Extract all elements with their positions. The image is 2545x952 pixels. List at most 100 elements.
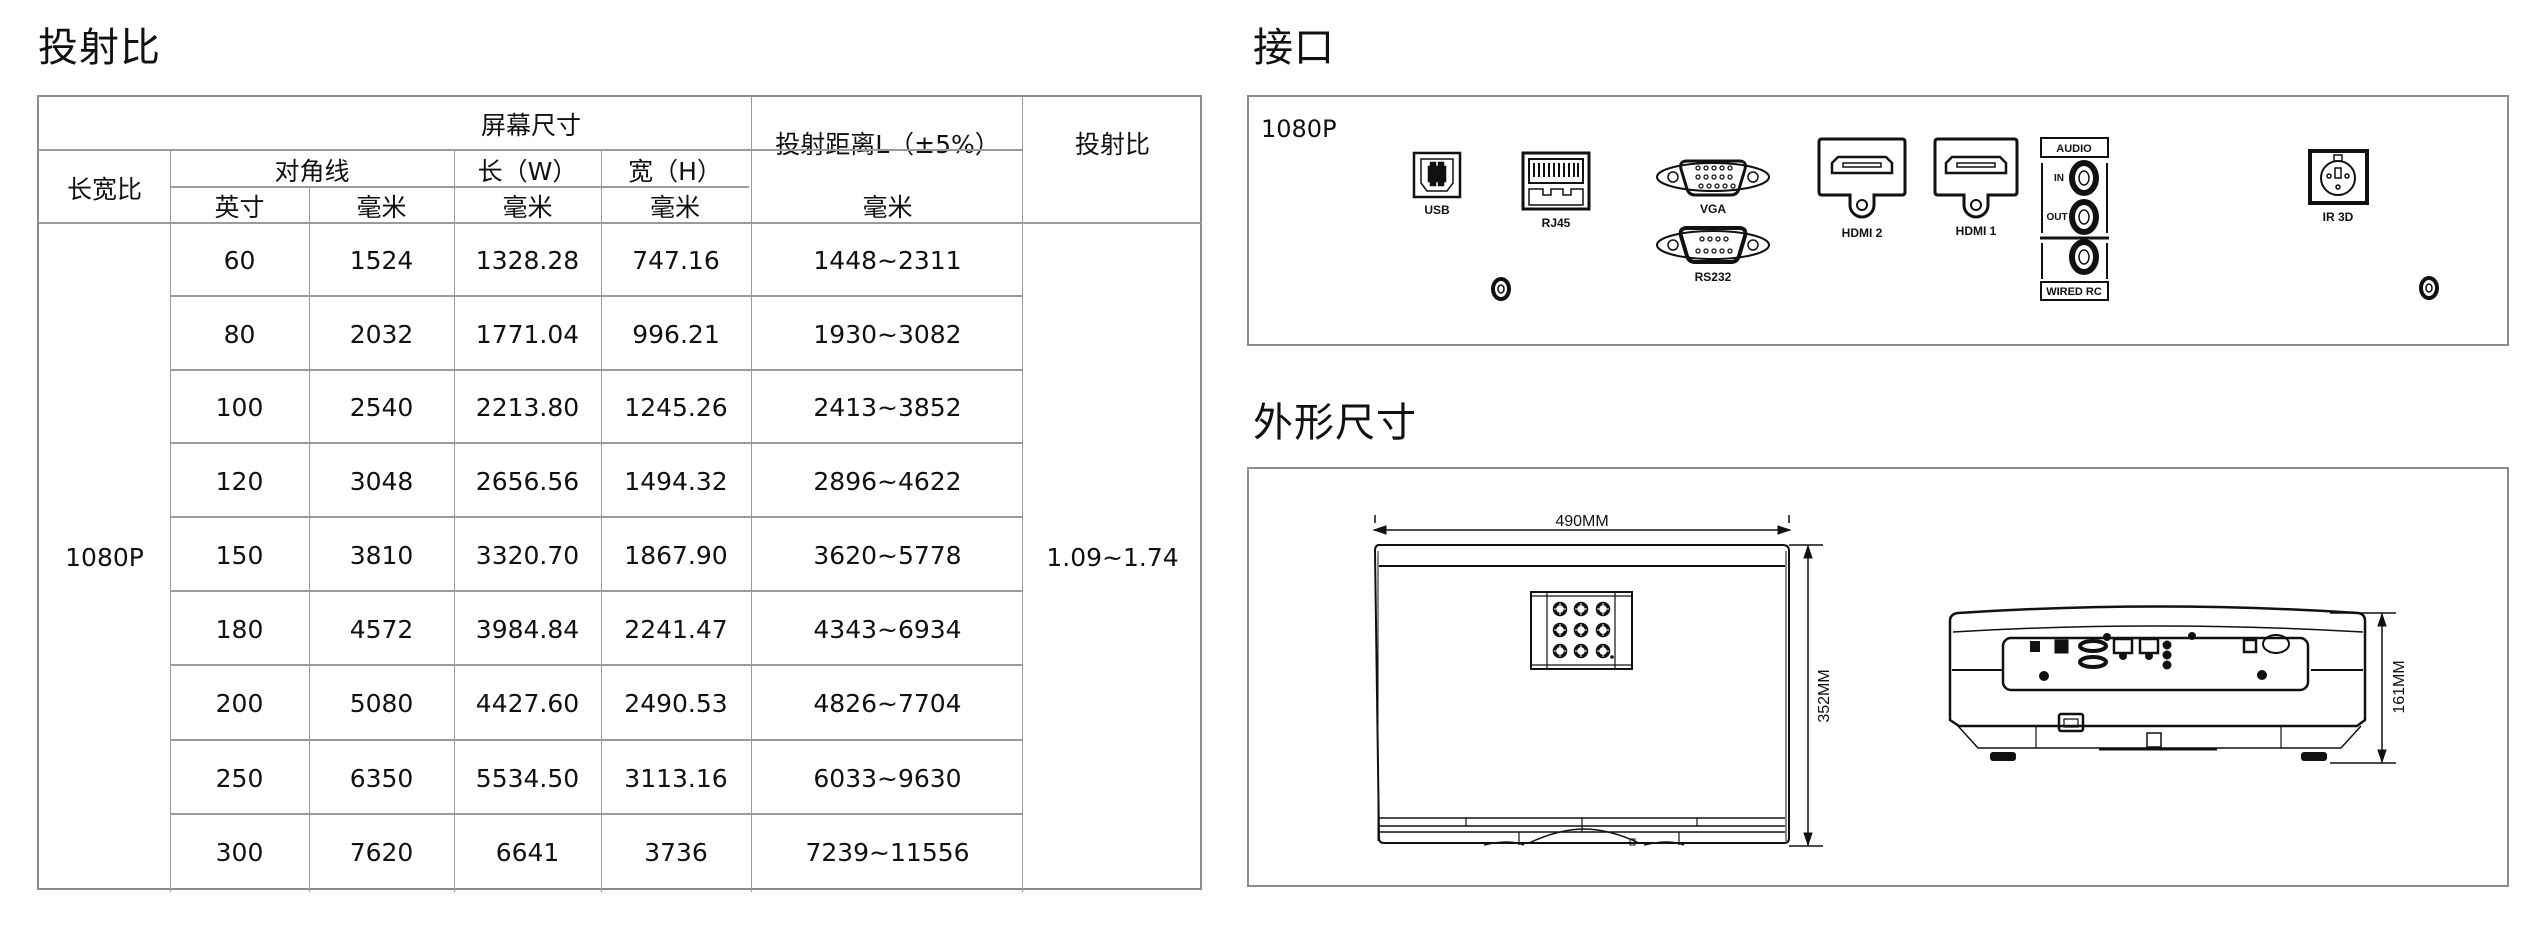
model-label: 1080P	[1261, 115, 1337, 143]
row-divider	[170, 739, 1022, 741]
row-divider	[170, 516, 1022, 518]
port-label-rj45: RJ45	[1542, 216, 1571, 230]
table-cell-inch: 120	[215, 466, 264, 496]
header-throw-ratio: 投射比	[1074, 129, 1150, 159]
table-cell-w-mm: 4427.60	[475, 689, 580, 718]
throw-ratio-table: 屏幕尺寸 长宽比 对角线 长（W） 宽（H） 投射距离L（±5%） 投射比 英寸…	[37, 95, 1202, 892]
audio-out-jack-icon	[2069, 199, 2099, 235]
keypad-icon	[1530, 591, 1633, 670]
table-cell-h-mm: 2241.47	[624, 614, 728, 644]
ports-title: 接口	[1253, 25, 1335, 71]
ir-3d-port-icon	[2308, 149, 2369, 205]
table-cell-h-mm: 3736	[644, 838, 708, 867]
header-unit-inch: 英寸	[214, 193, 265, 222]
table-cell-diag-mm: 1524	[349, 246, 414, 275]
table-cell-distance: 1930~3082	[813, 319, 962, 349]
throw-ratio-value: 1.09~1.74	[1046, 542, 1179, 572]
table-cell-diag-mm: 7620	[349, 838, 414, 867]
table-cell-inch: 200	[215, 689, 264, 718]
audio-title: AUDIO	[2056, 143, 2092, 155]
port-label-hdmi2: HDMI 2	[1842, 226, 1883, 240]
table-cell-h-mm: 1494.32	[624, 466, 728, 496]
table-cell-w-mm: 3320.70	[475, 540, 580, 570]
header-aspect-ratio: 长宽比	[66, 174, 142, 204]
dimensions-panel: 490MM 352MM 161MM	[1247, 467, 2509, 887]
table-cell-inch: 80	[223, 319, 256, 349]
audio-in-label: IN	[2054, 173, 2064, 184]
header-diagonal: 对角线	[274, 156, 350, 186]
wired-rc-label: WIRED RC	[2046, 286, 2102, 298]
row-divider	[170, 664, 1022, 666]
row-divider	[170, 590, 1022, 592]
header-throw-distance: 投射距离L（±5%）	[775, 129, 1000, 159]
table-cell-w-mm: 3984.84	[475, 614, 580, 644]
row-divider	[170, 295, 1022, 297]
header-height-h: 宽（H）	[628, 156, 722, 186]
screw-icon	[2419, 276, 2439, 300]
table-cell-w-mm: 1328.28	[475, 246, 580, 275]
table-cell-diag-mm: 6350	[349, 763, 414, 793]
header-screen-size: 屏幕尺寸	[480, 111, 581, 140]
table-cell-w-mm: 5534.50	[475, 763, 580, 793]
table-cell-distance: 4826~7704	[813, 689, 962, 718]
table-cell-w-mm: 1771.04	[475, 319, 580, 349]
table-cell-inch: 250	[215, 763, 264, 793]
table-cell-distance: 3620~5778	[813, 540, 962, 570]
projector-front-view-icon	[1948, 605, 2396, 764]
port-label-vga: VGA	[1700, 202, 1726, 216]
table-cell-h-mm: 2490.53	[624, 689, 728, 718]
table-cell-w-mm: 6641	[495, 838, 560, 867]
projector-top-view-icon	[1372, 515, 1823, 847]
ports-diagram: USB RJ45 VGA RS232 HDMI 2 HDMI 1 IR 3D A…	[1412, 137, 2439, 301]
table-cell-diag-mm: 3810	[349, 540, 414, 570]
table-cell-diag-mm: 2032	[349, 319, 414, 349]
table-cell-distance: 1448~2311	[813, 246, 962, 275]
audio-port-group	[2040, 137, 2109, 301]
header-unit-mm: 毫米	[356, 193, 407, 222]
table-cell-inch: 300	[215, 838, 264, 867]
width-dimension-label: 490MM	[1555, 513, 1608, 530]
table-cell-inch: 150	[215, 540, 264, 570]
table-cell-h-mm: 747.16	[632, 246, 720, 275]
row-divider	[170, 369, 1022, 371]
table-cell-diag-mm: 4572	[349, 614, 414, 644]
ports-panel: 1080P	[1247, 95, 2509, 346]
usb-b-port-icon	[1412, 151, 1462, 199]
port-label-usb: USB	[1424, 203, 1450, 217]
rs232-port-icon	[1656, 226, 1770, 264]
height-dimension-label: 161MM	[2391, 660, 2408, 713]
audio-in-jack-icon	[2069, 160, 2099, 196]
table-cell-h-mm: 1245.26	[624, 393, 728, 422]
aspect-ratio-value: 1080P	[65, 542, 144, 572]
table-cell-w-mm: 2656.56	[475, 466, 580, 496]
table-cell-distance: 2896~4622	[813, 466, 962, 496]
port-label-hdmi1: HDMI 1	[1956, 224, 1997, 238]
header-unit-mm: 毫米	[502, 193, 553, 222]
audio-out-label: OUT	[2046, 212, 2067, 223]
wired-rc-jack-icon	[2069, 239, 2099, 275]
header-width-w: 长（W）	[477, 156, 578, 186]
table-cell-inch: 60	[223, 246, 256, 275]
table-cell-distance: 2413~3852	[813, 393, 962, 422]
dimensions-title: 外形尺寸	[1253, 400, 1417, 446]
table-cell-h-mm: 3113.16	[624, 763, 728, 793]
depth-dimension-label: 352MM	[1816, 669, 1833, 722]
throw-ratio-title: 投射比	[38, 25, 161, 71]
port-label-ir3d: IR 3D	[2323, 210, 2354, 224]
table-cell-w-mm: 2213.80	[475, 393, 580, 422]
table-cell-inch: 100	[215, 393, 264, 422]
table-cell-distance: 4343~6934	[813, 614, 962, 644]
row-divider	[170, 442, 1022, 444]
table-cell-distance: 6033~9630	[813, 763, 962, 793]
table-cell-diag-mm: 3048	[349, 466, 414, 496]
table-cell-h-mm: 996.21	[632, 319, 720, 349]
dimensions-diagram: 490MM 352MM 161MM	[1372, 513, 2408, 847]
port-label-rs232: RS232	[1695, 270, 1732, 284]
row-divider	[170, 813, 1022, 815]
ethernet-port-icon	[1521, 151, 1591, 211]
screw-icon	[1491, 277, 1511, 301]
hdmi-port-icon	[1817, 137, 1907, 219]
hdmi-port-icon	[1933, 137, 2019, 219]
vga-port-icon	[1656, 159, 1770, 197]
header-unit-mm: 毫米	[862, 193, 913, 222]
